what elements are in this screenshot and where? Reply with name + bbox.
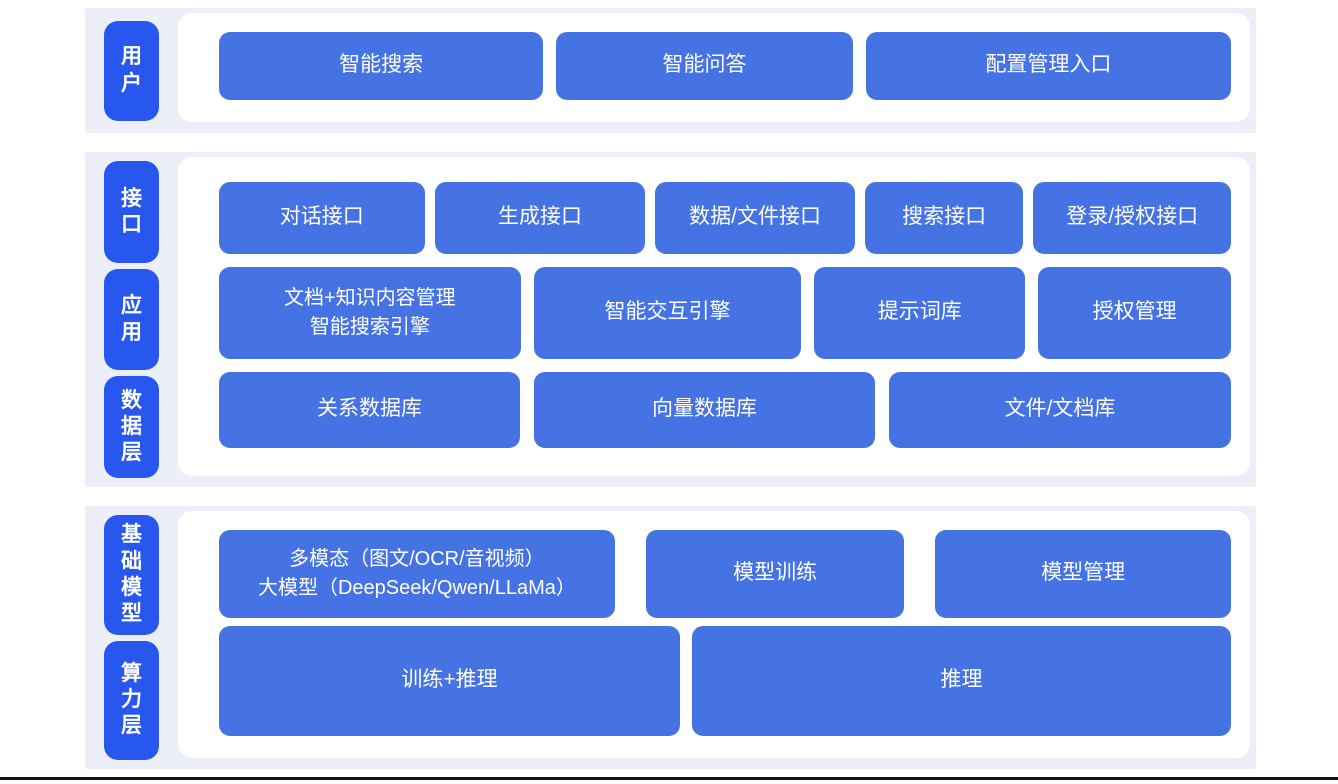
pill-data-layer-label: 数据层 xyxy=(120,388,142,465)
box-auth-management: 授权管理 xyxy=(1038,266,1231,359)
box-data-file-api: 数据/文件接口 xyxy=(655,181,855,254)
box-vector-db: 向量数据库 xyxy=(534,371,876,448)
pill-compute-layer: 算力层 xyxy=(104,640,159,760)
panel-middle-layer: 对话接口 生成接口 数据/文件接口 搜索接口 登录/授权接口 文档+知识内容管理… xyxy=(178,157,1250,476)
box-inference: 推理 xyxy=(692,625,1231,736)
pill-data-layer: 数据层 xyxy=(104,376,159,479)
box-doc-knowledge-search-engine: 文档+知识内容管理 智能搜索引擎 xyxy=(219,266,521,359)
box-dialog-api: 对话接口 xyxy=(219,181,425,254)
row-interfaces: 对话接口 生成接口 数据/文件接口 搜索接口 登录/授权接口 xyxy=(219,181,1231,254)
architecture-diagram: 用户 智能搜索 智能问答 配置管理入口 接口 应用 数据层 对话接口 xyxy=(85,8,1256,769)
box-generation-api: 生成接口 xyxy=(434,181,646,254)
box-smart-qa: 智能问答 xyxy=(556,31,853,100)
row-compute: 训练+推理 推理 xyxy=(219,625,1231,736)
box-training-inference: 训练+推理 xyxy=(219,625,680,736)
pill-interface-layer-label: 接口 xyxy=(120,186,142,236)
label-column-user: 用户 xyxy=(85,8,178,133)
band-interface-application-data: 接口 应用 数据层 对话接口 生成接口 数据/文件接口 搜索接口 登录/授权接口… xyxy=(85,152,1256,487)
pill-user-layer: 用户 xyxy=(104,20,159,121)
row-applications: 文档+知识内容管理 智能搜索引擎 智能交互引擎 提示词库 授权管理 xyxy=(219,266,1231,359)
label-column-middle: 接口 应用 数据层 xyxy=(85,152,178,487)
box-prompt-library: 提示词库 xyxy=(814,266,1026,359)
pill-foundation-model-layer-label: 基础模型 xyxy=(120,523,142,625)
band-foundation-compute: 基础模型 算力层 多模态（图文/OCR/音视频） 大模型（DeepSeek/Qw… xyxy=(85,506,1256,769)
box-multimodal-llm: 多模态（图文/OCR/音视频） 大模型（DeepSeek/Qwen/LLaMa） xyxy=(219,529,615,618)
box-relational-db: 关系数据库 xyxy=(219,371,521,448)
box-search-api: 搜索接口 xyxy=(864,181,1024,254)
pill-application-layer: 应用 xyxy=(104,268,159,371)
pill-user-layer-label: 用户 xyxy=(120,45,142,95)
box-login-auth-api: 登录/授权接口 xyxy=(1033,181,1231,254)
panel-bottom-layer: 多模态（图文/OCR/音视频） 大模型（DeepSeek/Qwen/LLaMa）… xyxy=(178,511,1250,758)
box-file-doc-store: 文件/文档库 xyxy=(889,371,1231,448)
band-user-layer: 用户 智能搜索 智能问答 配置管理入口 xyxy=(85,8,1256,133)
row-models: 多模态（图文/OCR/音视频） 大模型（DeepSeek/Qwen/LLaMa）… xyxy=(219,529,1231,618)
box-model-training: 模型训练 xyxy=(645,529,905,618)
box-config-management-entry: 配置管理入口 xyxy=(865,31,1232,100)
box-smart-search: 智能搜索 xyxy=(219,31,544,100)
pill-foundation-model-layer: 基础模型 xyxy=(104,515,159,635)
row-user-entries: 智能搜索 智能问答 配置管理入口 xyxy=(219,31,1232,100)
pill-interface-layer: 接口 xyxy=(104,161,159,263)
row-data-stores: 关系数据库 向量数据库 文件/文档库 xyxy=(219,371,1231,448)
box-model-management: 模型管理 xyxy=(935,529,1231,618)
panel-user-layer: 智能搜索 智能问答 配置管理入口 xyxy=(178,13,1250,122)
pill-application-layer-label: 应用 xyxy=(120,294,142,344)
bottom-divider-line xyxy=(0,777,1338,780)
label-column-bottom: 基础模型 算力层 xyxy=(85,506,178,769)
box-smart-interaction-engine: 智能交互引擎 xyxy=(533,266,802,359)
pill-compute-layer-label: 算力层 xyxy=(120,661,142,738)
